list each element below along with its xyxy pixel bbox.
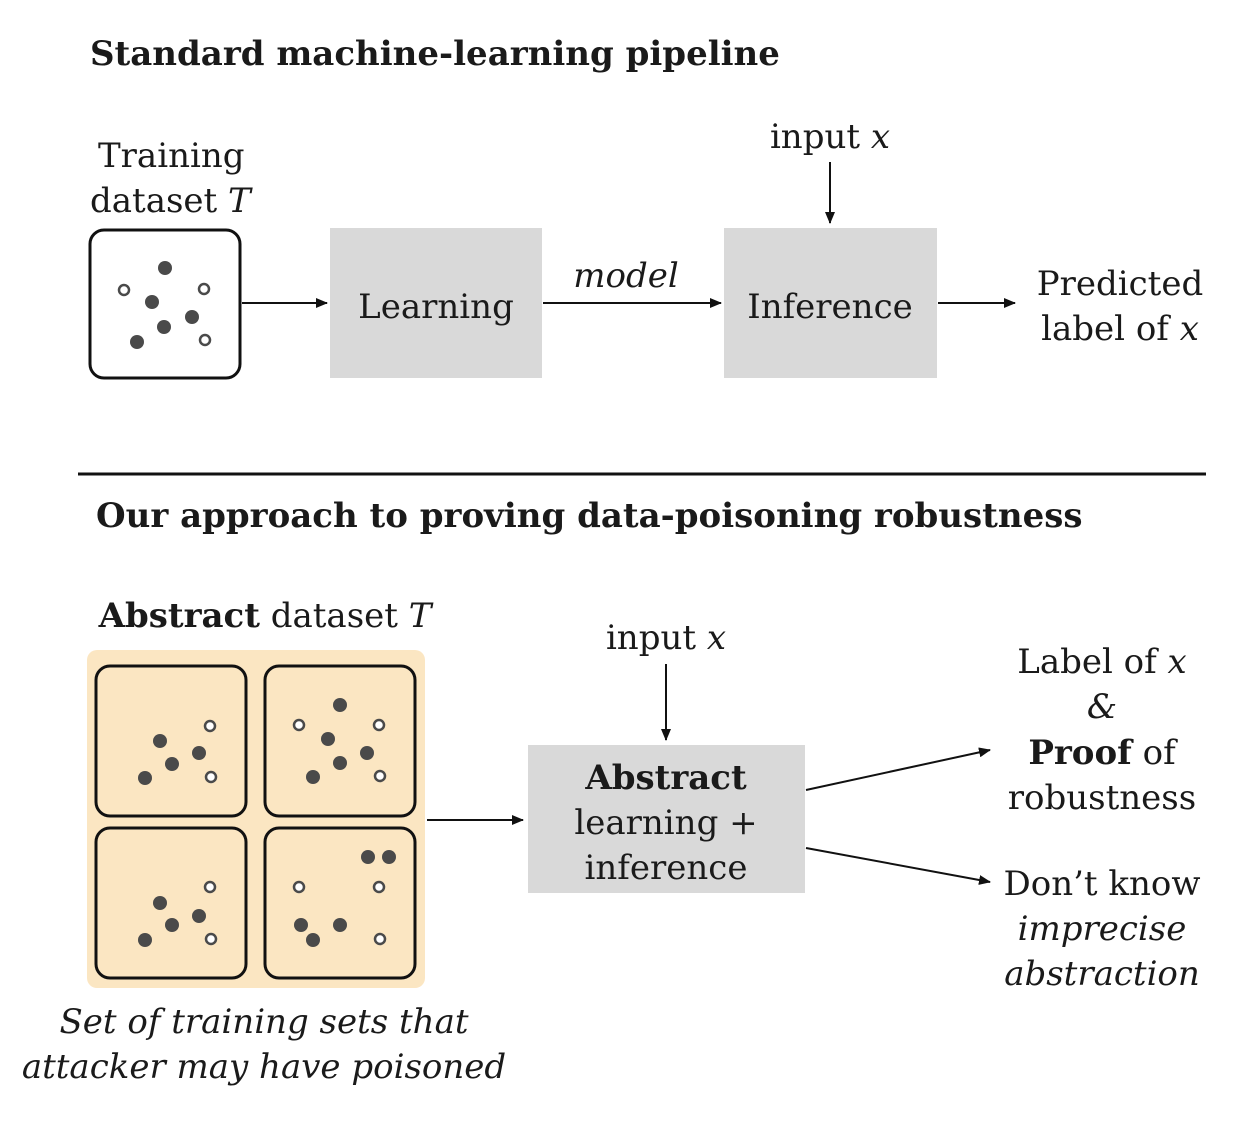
proof-of-label: Proof of	[1028, 733, 1178, 773]
arrow-to-dont-know	[805, 847, 991, 885]
abstract-box-line3: inference	[585, 848, 748, 888]
label-of-x: Label of x	[1017, 642, 1186, 682]
top-title: Standard machine-learning pipeline	[90, 34, 780, 74]
abstract-subset-box-3	[94, 826, 248, 980]
abstract-box-line2: learning +	[574, 803, 757, 843]
abstract-box-line1: Abstract	[584, 758, 747, 798]
bottom-title: Our approach to proving data-poisoning r…	[96, 496, 1083, 536]
ampersand: &	[1087, 687, 1117, 727]
learning-box	[330, 228, 542, 378]
top-input-label: input x	[770, 117, 890, 157]
training-dataset-box	[88, 228, 242, 380]
robustness-label: robustness	[1008, 778, 1196, 818]
abstract-dataset-label: Abstract dataset T	[98, 596, 434, 636]
training-label-line2: dataset T	[90, 181, 253, 221]
training-label-line1: Training	[98, 136, 245, 176]
imprecise-label: imprecise	[1018, 909, 1187, 949]
abstract-dataset-panel	[87, 650, 425, 988]
arrow-to-proof	[805, 747, 991, 791]
abstract-subset-box-2	[263, 664, 417, 818]
bottom-input-label: input x	[606, 618, 726, 658]
inference-box	[724, 228, 937, 378]
caption-line1: Set of training sets that	[59, 1002, 468, 1042]
model-label: model	[573, 256, 678, 296]
abstract-subset-box-4	[263, 826, 417, 980]
abstract-subset-box-1	[94, 664, 248, 818]
inference-label: Inference	[747, 287, 912, 327]
caption-line2: attacker may have poisoned	[22, 1047, 506, 1087]
learning-label: Learning	[358, 287, 514, 327]
abstract-learning-box	[528, 745, 805, 893]
predicted-label-line1: Predicted	[1037, 264, 1203, 304]
dont-know-label: Don’t know	[1004, 864, 1201, 904]
predicted-label-line2: label of x	[1041, 309, 1199, 349]
abstraction-label: abstraction	[1004, 954, 1200, 994]
